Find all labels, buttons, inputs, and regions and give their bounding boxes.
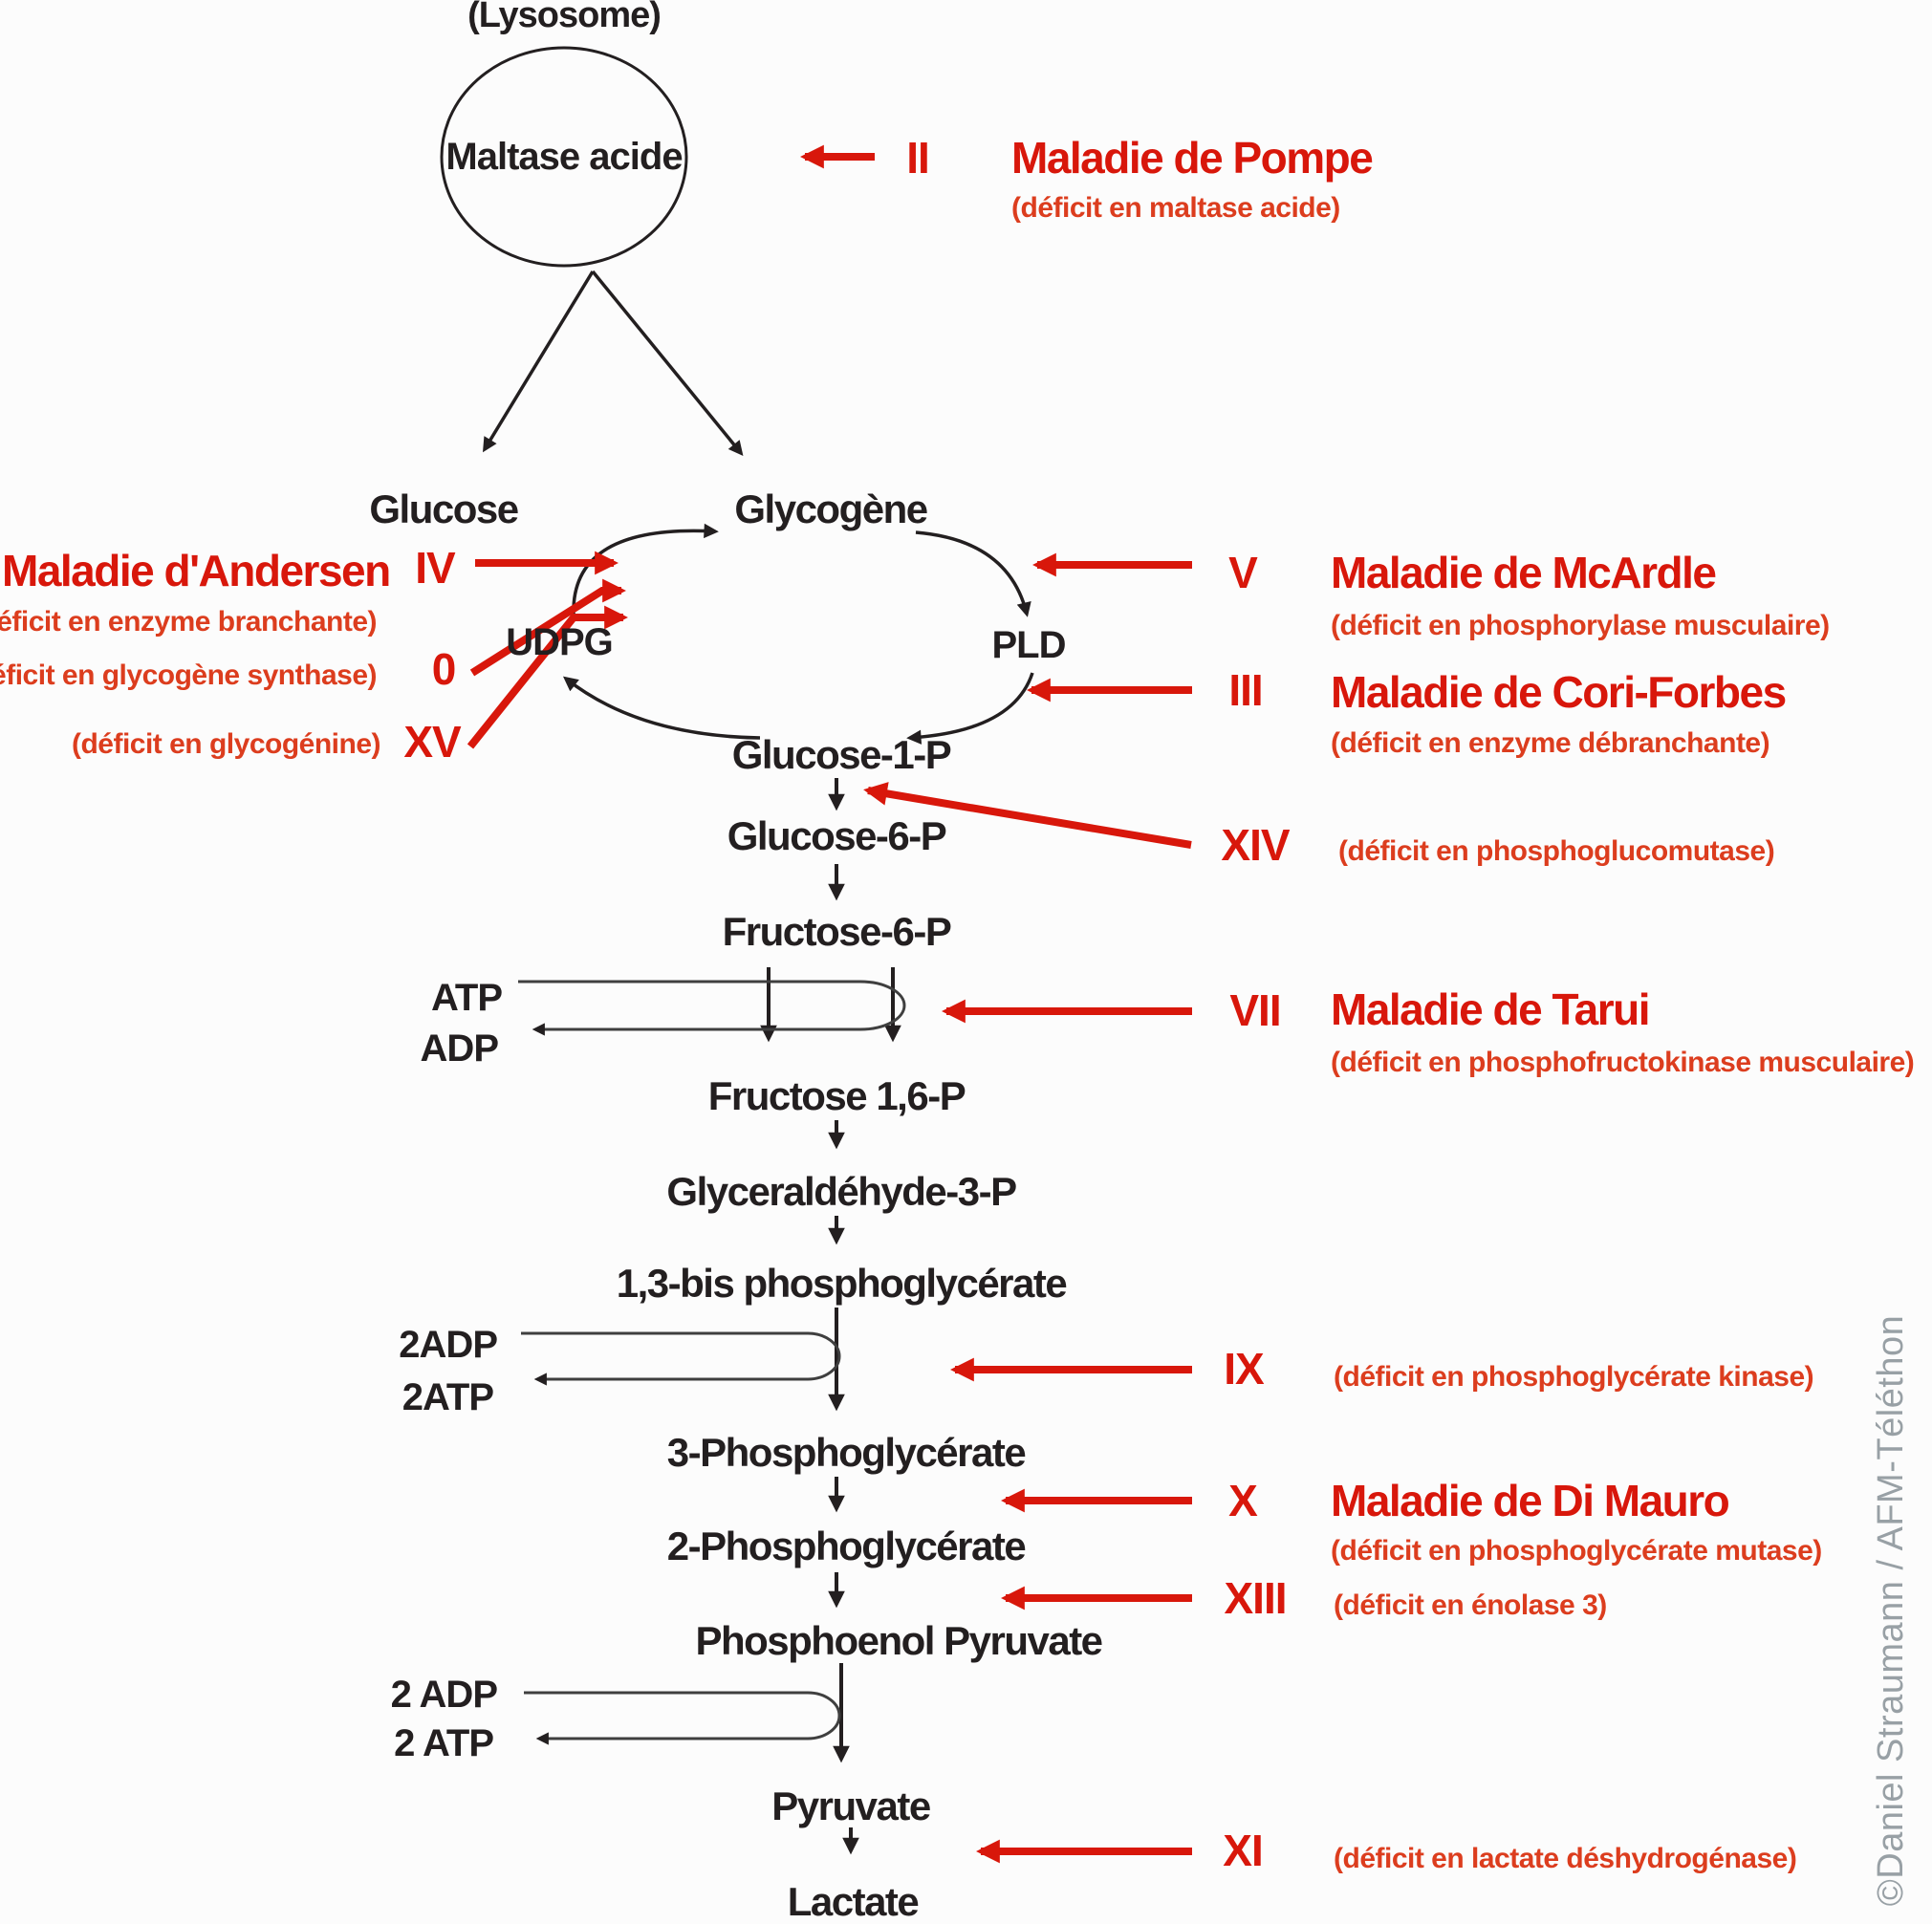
disease-ldh-numeral: XI — [1223, 1826, 1263, 1875]
lysosome-ellipse — [440, 46, 688, 268]
disease-pompe-numeral: II — [906, 133, 930, 183]
node-fructose-6-p: Fructose-6-P — [722, 909, 952, 954]
arrow-xiv-pgm — [863, 782, 1192, 849]
node-13-bis-phosphoglycerate: 1,3-bis phosphoglycérate — [616, 1261, 1068, 1306]
node-2-phosphoglycerate: 2-Phosphoglycérate — [666, 1524, 1027, 1568]
cofactor-adp: ADP — [420, 1027, 499, 1070]
disease-mcardle-numeral: V — [1228, 548, 1258, 597]
disease-enolase-deficit: (déficit en énolase 3) — [1334, 1589, 1607, 1621]
disease-pompe-name: Maladie de Pompe — [1011, 133, 1374, 183]
lysosome-label: (Lysosome) — [467, 0, 662, 35]
node-glyceraldehyde-3-p: Glyceraldéhyde-3-P — [666, 1169, 1017, 1214]
loop-atp-adp — [518, 980, 906, 1036]
disease-cori-deficit: (déficit en enzyme débranchante) — [1331, 727, 1770, 759]
disease-synthase-deficit: (déficit en glycogène synthase) — [0, 659, 378, 691]
loop-2adp-2atp — [521, 1331, 841, 1386]
cofactor-2-adp: 2 ADP — [390, 1674, 498, 1716]
disease-pompe-deficit: (déficit en maltase acide) — [1011, 192, 1340, 224]
disease-cori-numeral: III — [1228, 665, 1263, 715]
node-glucose-1-p: Glucose-1-P — [731, 732, 952, 777]
cofactor-2atp: 2ATP — [402, 1376, 494, 1418]
arrow-glycogene-to-pld — [915, 530, 1031, 617]
node-phosphoenol-pyruvate: Phosphoenol Pyruvate — [695, 1618, 1103, 1663]
disease-pgm-numeral: XIV — [1221, 820, 1290, 870]
arrow-pld-to-g1p — [906, 672, 1034, 745]
arrow-maltase-to-glucose — [483, 270, 595, 453]
disease-mcardle-deficit: (déficit en phosphorylase musculaire) — [1331, 610, 1830, 641]
disease-andersen-deficit: (déficit en enzyme branchante) — [0, 606, 378, 638]
disease-mcardle-name: Maladie de McArdle — [1331, 548, 1717, 597]
disease-tarui-deficit: (déficit en phosphofructokinase musculai… — [1331, 1047, 1915, 1078]
arrow-xv-glycogenine — [467, 605, 628, 749]
node-glucose: Glucose — [369, 486, 519, 531]
disease-dimauro-deficit: (déficit en phosphoglycérate mutase) — [1331, 1535, 1822, 1567]
disease-andersen-numeral: IV — [415, 543, 455, 593]
node-fructose-16-p: Fructose 1,6-P — [707, 1073, 966, 1118]
disease-glycogenine-deficit: (déficit en glycogénine) — [71, 728, 381, 760]
cofactor-2adp: 2ADP — [399, 1324, 498, 1366]
arrow-0-synthase — [469, 578, 626, 677]
node-udpg: UDPG — [506, 621, 614, 663]
disease-synthase-numeral: 0 — [431, 644, 457, 694]
disease-enolase-numeral: XIII — [1224, 1573, 1287, 1623]
disease-pgk-deficit: (déficit en phosphoglycérate kinase) — [1334, 1361, 1814, 1393]
disease-pgm-deficit: (déficit en phosphoglucomutase) — [1338, 835, 1775, 867]
arrow-udpg-to-glycogene — [572, 523, 719, 615]
node-pld: PLD — [991, 624, 1067, 666]
disease-tarui-numeral: VII — [1229, 985, 1281, 1035]
node-lactate: Lactate — [787, 1879, 920, 1924]
disease-dimauro-name: Maladie de Di Mauro — [1331, 1476, 1730, 1525]
arrow-maltase-to-glycogene — [591, 270, 744, 456]
cofactor-2-atp: 2 ATP — [394, 1722, 494, 1764]
arrow-g1p-to-udpg — [562, 676, 761, 740]
disease-glycogenine-numeral: XV — [403, 717, 461, 767]
disease-dimauro-numeral: X — [1228, 1476, 1258, 1525]
disease-pgk-numeral: IX — [1224, 1344, 1264, 1394]
node-glycogene: Glycogène — [734, 486, 928, 531]
cofactor-atp: ATP — [430, 977, 503, 1019]
node-maltase-acide: Maltase acide — [445, 136, 683, 178]
node-glucose-6-p: Glucose-6-P — [727, 813, 947, 858]
loop-2adp-2atp-pyruvate — [524, 1691, 841, 1745]
node-3-phosphoglycerate: 3-Phosphoglycérate — [666, 1430, 1027, 1475]
disease-ldh-deficit: (déficit en lactate déshydrogénase) — [1334, 1843, 1797, 1874]
credit-watermark: ©Daniel Straumann / AFM-Téléthon — [1871, 1314, 1911, 1907]
disease-cori-name: Maladie de Cori-Forbes — [1331, 667, 1787, 717]
disease-tarui-name: Maladie de Tarui — [1331, 984, 1651, 1034]
disease-andersen-name: Maladie d'Andersen — [2, 546, 391, 595]
node-pyruvate: Pyruvate — [771, 1783, 931, 1828]
